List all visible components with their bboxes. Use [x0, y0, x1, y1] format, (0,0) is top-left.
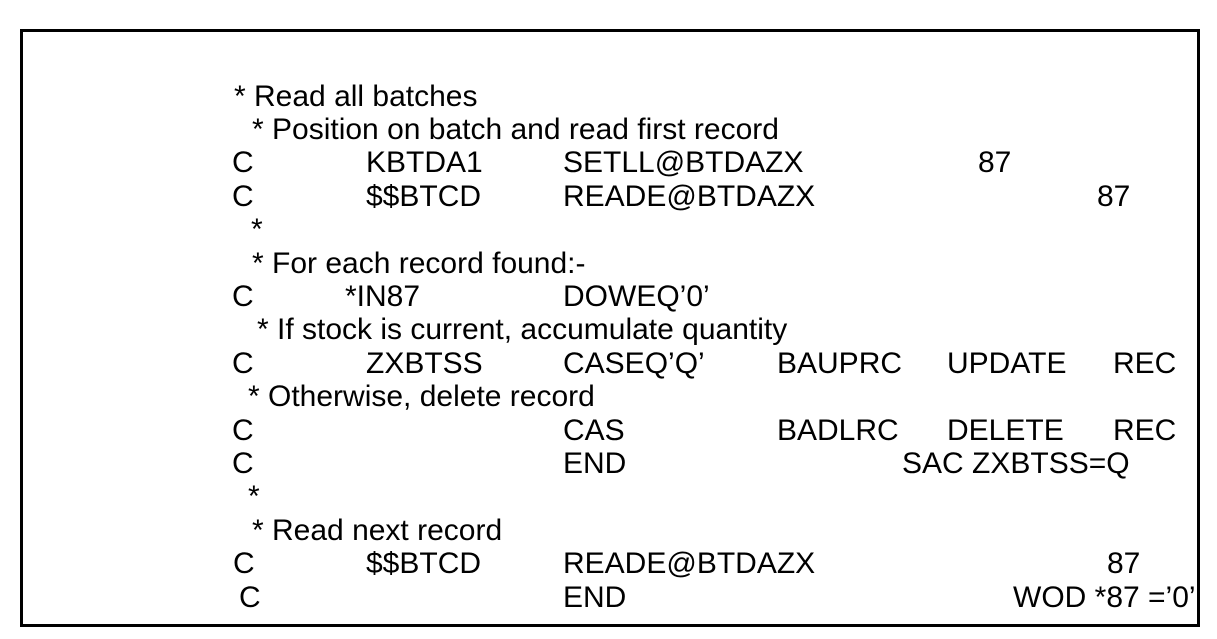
- side-comment: DELETE: [947, 413, 1064, 447]
- opcode: SETLL@BTDAZX: [563, 146, 804, 180]
- factor1: KBTDA1: [366, 146, 483, 180]
- result-field: BAUPRC: [777, 346, 903, 380]
- code-line: C END WOD *87 =’0’: [0, 580, 1217, 617]
- comment-text: *: [248, 480, 260, 514]
- comment-line: *: [0, 482, 1217, 516]
- comment-text: * For each record found:-: [252, 246, 586, 280]
- code-line: C KBTDA1 SETLL@BTDAZX 87: [0, 148, 1217, 182]
- comment-line: *: [0, 215, 1217, 249]
- side-comment: UPDATE: [947, 346, 1067, 380]
- code-line: C $$BTCD READE@BTDAZX 87: [0, 549, 1217, 583]
- side-comment: REC: [1113, 413, 1177, 447]
- opcode: READE@BTDAZX: [563, 547, 816, 581]
- spec-letter: C: [232, 279, 254, 313]
- comment-text: * If stock is current, accumulate quanti…: [257, 313, 788, 347]
- comment-text: * Read next record: [252, 513, 503, 547]
- comment-text: * Read all batches: [234, 79, 478, 113]
- spec-letter: C: [232, 146, 254, 180]
- code-line: C ZXBTSS CASEQ’Q’ BAUPRC UPDATE REC: [0, 346, 1217, 383]
- opcode: CASEQ’Q’: [563, 346, 705, 380]
- indicator: 87: [1097, 179, 1131, 213]
- code-line: C *IN87 DOWEQ’0’: [0, 279, 1217, 316]
- code-line: C END SAC ZXBTSS=Q: [0, 446, 1217, 483]
- opcode: READE@BTDAZX: [563, 179, 816, 213]
- factor1: *IN87: [345, 279, 421, 313]
- factor1: $$BTCD: [366, 547, 482, 581]
- side-comment: WOD *87 =’0’: [1013, 580, 1196, 614]
- comment-line: * Read all batches: [0, 79, 1217, 116]
- comment-text: * Position on batch and read first recor…: [252, 112, 779, 146]
- side-comment: REC: [1113, 346, 1177, 380]
- spec-letter: C: [233, 547, 255, 581]
- comment-line: * Position on batch and read first recor…: [0, 112, 1217, 149]
- comment-line: * For each record found:-: [0, 246, 1217, 283]
- code-line: C CAS BADLRC DELETE REC: [0, 413, 1217, 450]
- comment-line: * Read next record: [0, 513, 1217, 550]
- comment-line: * If stock is current, accumulate quanti…: [0, 315, 1217, 349]
- opcode: END: [563, 446, 627, 480]
- spec-letter: C: [239, 580, 261, 614]
- spec-letter: C: [232, 413, 254, 447]
- factor1: $$BTCD: [366, 179, 482, 213]
- code-line: C $$BTCD READE@BTDAZX 87: [0, 179, 1217, 216]
- opcode: CAS: [563, 413, 625, 447]
- spec-letter: C: [232, 446, 254, 480]
- spec-letter: C: [232, 346, 254, 380]
- code-frame: [20, 29, 1200, 627]
- opcode: END: [563, 580, 627, 614]
- comment-line: * Otherwise, delete record: [0, 382, 1217, 416]
- indicator: 87: [978, 146, 1012, 180]
- opcode: DOWEQ’0’: [563, 279, 710, 313]
- side-comment: SAC ZXBTSS=Q: [902, 446, 1130, 480]
- indicator: 87: [1107, 547, 1141, 581]
- factor1: ZXBTSS: [366, 346, 483, 380]
- comment-text: * Otherwise, delete record: [248, 380, 595, 414]
- comment-text: *: [251, 213, 263, 247]
- result-field: BADLRC: [777, 413, 899, 447]
- spec-letter: C: [232, 179, 254, 213]
